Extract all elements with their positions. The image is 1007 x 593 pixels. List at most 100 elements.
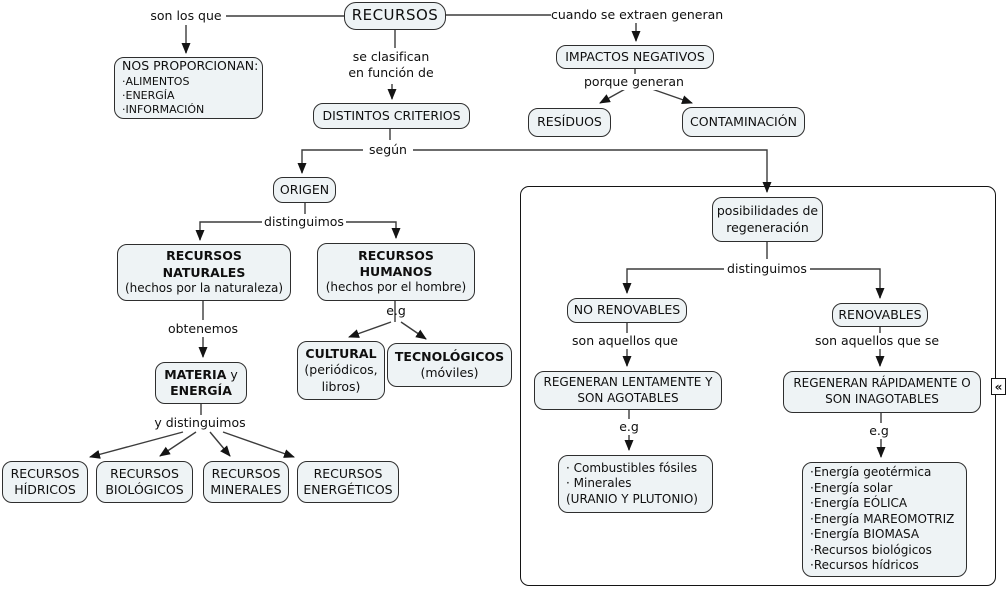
link-distinguimos-regeneracion[interactable]: distinguimos [724,261,810,277]
link-se-clasifican[interactable]: se clasifican en función de [341,49,441,81]
node-nos-proporcionan-item: ·ENERGÍA [122,88,175,102]
link-son-aquellos-que-se[interactable]: son aquellos que se [814,333,940,349]
node-posibilidades-line2: regeneración [726,219,809,235]
edge-eg-tecnologicos [400,321,427,340]
edge-ydistinguimos-energeticos [222,431,295,458]
edge-porquegeneran-residuos [599,87,628,104]
node-regeneran-rapidamente-line1: REGENERAN RÁPIDAMENTE O [793,376,971,391]
node-recursos-hidricos[interactable]: RECURSOS HÍDRICOS [2,461,88,503]
edge-eg-cultural [348,321,392,338]
link-distinguimos-origen[interactable]: distinguimos [262,214,346,230]
node-recursos-biologicos-line2: BIOLÓGICOS [105,482,184,497]
node-contaminacion[interactable]: CONTAMINACIÓN [682,107,805,137]
node-materia-energia-bold2: ENERGÍA [170,383,232,398]
node-ejemplos-renovables-item: ·Energía MAREOMOTRIZ [810,511,955,526]
node-recursos-naturales[interactable]: RECURSOS NATURALES (hechos por la natura… [117,244,291,301]
node-tecnologicos-title: TECNOLÓGICOS [394,348,505,364]
node-recursos-humanos-line3: (hechos por el hombre) [325,280,467,295]
node-renovables[interactable]: RENOVABLES [832,303,928,327]
node-ejemplos-no-renovables[interactable]: · Combustibles fósiles · Minerales (URAN… [558,455,713,513]
node-ejemplos-renovables-item: ·Energía EÓLICA [810,496,908,511]
node-materia-energia-normal1: y [226,366,238,382]
node-recursos-energeticos[interactable]: RECURSOS ENERGÉTICOS [297,461,399,503]
node-recursos-energeticos-line2: ENERGÉTICOS [303,482,393,497]
link-obtenemos[interactable]: obtenemos [166,321,240,337]
node-recursos-humanos-line1: RECURSOS [358,247,434,263]
node-ejemplos-no-renovables-item: · Combustibles fósiles [566,460,698,475]
node-regeneran-lentamente[interactable]: REGENERAN LENTAMENTE Y SON AGOTABLES [534,371,722,410]
node-materia-energia[interactable]: MATERIA y ENERGÍA [155,362,247,404]
node-ejemplos-no-renovables-item: (URANIO Y PLUTONIO) [566,491,698,506]
node-recursos-biologicos[interactable]: RECURSOS BIOLÓGICOS [96,461,193,503]
node-recursos-naturales-line1: RECURSOS [166,248,242,264]
node-renovables-label: RENOVABLES [838,306,922,322]
node-origen[interactable]: ORIGEN [273,177,336,203]
node-recursos-naturales-line3: (hechos por la naturaleza) [124,280,284,295]
edge-ydistinguimos-hidricos [89,431,184,459]
edge-distinguimos-naturales [195,221,263,241]
node-ejemplos-renovables[interactable]: ·Energía geotérmica ·Energía solar ·Ener… [802,462,967,577]
node-recursos-hidricos-line2: HÍDRICOS [14,482,76,497]
node-regeneran-rapidamente-line2: SON INAGOTABLES [825,392,939,406]
node-impactos-negativos[interactable]: IMPACTOS NEGATIVOS [556,45,714,69]
node-ejemplos-renovables-item: ·Recursos hídricos [810,558,919,573]
node-recursos-label: RECURSOS [351,6,439,25]
node-no-renovables[interactable]: NO RENOVABLES [567,298,687,323]
node-nos-proporcionan-title: NOS PROPORCIONAN: [122,58,259,74]
node-recursos-minerales-line2: MINERALES [210,482,282,497]
edge-segun-origen [297,149,365,174]
edge-segun-posibilidades [413,149,772,193]
node-posibilidades-line1: posibilidades de [716,203,819,219]
node-residuos-label: RESÍDUOS [537,114,602,130]
link-porque-generan[interactable]: porque generan [584,74,684,90]
node-nos-proporcionan[interactable]: NOS PROPORCIONAN: ·ALIMENTOS ·ENERGÍA ·I… [114,57,263,119]
link-cuando-se-extraen-generan[interactable]: cuando se extraen generan [551,7,724,23]
edge-porquegeneran-contaminacion [648,87,693,104]
node-regeneran-lentamente-line2: SON AGOTABLES [577,390,679,405]
node-recursos-hidricos-line1: RECURSOS [10,465,80,481]
node-posibilidades-regeneracion[interactable]: posibilidades de regeneración [712,197,823,242]
node-regeneran-lentamente-line1: REGENERAN LENTAMENTE Y [543,374,713,389]
link-son-los-que[interactable]: son los que [146,8,226,24]
edge-distinguimos-humanos [346,221,401,239]
node-tecnologicos[interactable]: TECNOLÓGICOS (móviles) [387,343,512,387]
link-segun[interactable]: según [363,142,413,158]
node-recursos[interactable]: RECURSOS [344,2,446,30]
node-materia-energia-bold1: MATERIA [164,366,227,382]
edge-ydistinguimos-minerales [209,431,231,457]
node-recursos-minerales[interactable]: RECURSOS MINERALES [203,461,289,503]
node-cultural-title: CULTURAL [305,346,377,362]
node-ejemplos-renovables-item: ·Energía geotérmica [810,464,932,479]
node-cultural-line2: (periódicos, [304,362,378,378]
node-no-renovables-label: NO RENOVABLES [573,302,681,318]
node-recursos-naturales-line2: NATURALES [162,264,246,280]
node-recursos-energeticos-line1: RECURSOS [313,465,383,481]
link-eg-no-renovables[interactable]: e.g [615,419,643,435]
edge-distinguimos-renovables [810,268,885,299]
node-recursos-humanos-line2: HUMANOS [359,264,433,280]
link-se-clasifican-line1: se clasifican [352,49,430,64]
node-origen-label: ORIGEN [279,181,330,197]
edge-distinguimos-norenovables [622,268,724,294]
collapse-chevrons-icon[interactable]: « [991,378,1006,395]
node-cultural-line3: libros) [321,378,361,394]
node-distintos-criterios[interactable]: DISTINTOS CRITERIOS [313,103,470,129]
node-regeneran-rapidamente[interactable]: REGENERAN RÁPIDAMENTE O SON INAGOTABLES [783,371,981,413]
link-eg-humanos[interactable]: e.g [386,303,406,318]
link-se-clasifican-line2: en función de [348,64,434,80]
node-cultural[interactable]: CULTURAL (periódicos, libros) [297,341,385,400]
node-recursos-biologicos-line1: RECURSOS [110,465,179,481]
node-contaminacion-label: CONTAMINACIÓN [690,113,797,129]
node-tecnologicos-line2: (móviles) [420,365,479,380]
link-y-distinguimos[interactable]: y distinguimos [153,415,247,431]
node-ejemplos-renovables-item: ·Recursos biológicos [810,542,932,557]
link-son-aquellos-que[interactable]: son aquellos que [570,333,680,349]
node-ejemplos-renovables-item: ·Energía solar [810,480,893,495]
node-nos-proporcionan-item: ·INFORMACIÓN [122,103,205,117]
node-recursos-humanos[interactable]: RECURSOS HUMANOS (hechos por el hombre) [317,243,475,301]
node-residuos[interactable]: RESÍDUOS [528,108,611,137]
link-eg-renovables[interactable]: e.g [865,423,893,439]
node-ejemplos-renovables-item: ·Energía BIOMASA [810,527,920,542]
